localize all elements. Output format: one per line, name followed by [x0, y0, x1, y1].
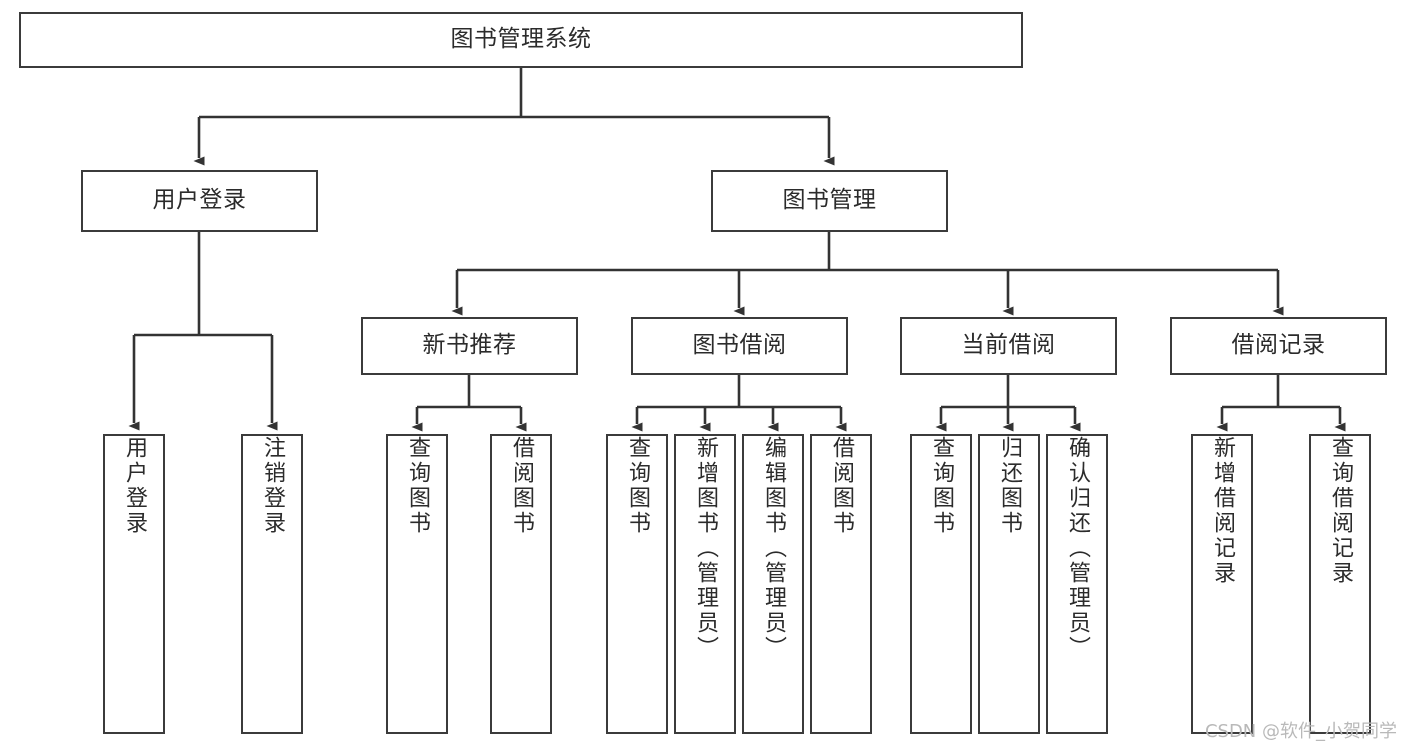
node-book-borrow[interactable]: 图书借阅 [631, 317, 848, 375]
leaf-edit-book-admin-label: 编辑图书（管理员） [761, 436, 786, 661]
leaf-add-borrow-record-label: 新增借阅记录 [1210, 436, 1235, 586]
leaf-borrow-book-label: 借阅图书 [829, 436, 854, 536]
leaf-query-book-current[interactable]: 查询图书 [910, 434, 972, 734]
leaf-add-borrow-record[interactable]: 新增借阅记录 [1191, 434, 1253, 734]
node-borrow-records[interactable]: 借阅记录 [1170, 317, 1387, 375]
leaf-borrow-book[interactable]: 借阅图书 [810, 434, 872, 734]
leaf-query-book-recommend-label: 查询图书 [405, 436, 430, 536]
node-user-login-label: 用户登录 [152, 187, 247, 214]
node-book-borrow-label: 图书借阅 [692, 332, 787, 359]
leaf-borrow-book-recommend-label: 借阅图书 [509, 436, 534, 536]
leaf-add-book-admin-label: 新增图书（管理员） [693, 436, 718, 661]
node-borrow-records-label: 借阅记录 [1231, 332, 1326, 359]
leaf-edit-book-admin[interactable]: 编辑图书（管理员） [742, 434, 804, 734]
leaf-query-book-borrow[interactable]: 查询图书 [606, 434, 668, 734]
leaf-logout[interactable]: 注销登录 [241, 434, 303, 734]
node-new-book-recommend-label: 新书推荐 [422, 332, 517, 359]
leaf-query-book-recommend[interactable]: 查询图书 [386, 434, 448, 734]
leaf-user-login-label: 用户登录 [122, 436, 147, 536]
node-root[interactable]: 图书管理系统 [19, 12, 1023, 68]
leaf-add-book-admin[interactable]: 新增图书（管理员） [674, 434, 736, 734]
leaf-confirm-return-admin[interactable]: 确认归还（管理员） [1046, 434, 1108, 734]
node-current-borrow[interactable]: 当前借阅 [900, 317, 1117, 375]
leaf-borrow-book-recommend[interactable]: 借阅图书 [490, 434, 552, 734]
leaf-query-book-borrow-label: 查询图书 [625, 436, 650, 536]
leaf-logout-label: 注销登录 [260, 436, 285, 536]
leaf-confirm-return-admin-label: 确认归还（管理员） [1065, 436, 1090, 661]
node-book-management[interactable]: 图书管理 [711, 170, 948, 232]
leaf-query-book-current-label: 查询图书 [929, 436, 954, 536]
leaf-return-book-label: 归还图书 [997, 436, 1022, 536]
node-root-label: 图书管理系统 [450, 26, 592, 53]
watermark: CSDN @软件_小贺同学 [1204, 721, 1397, 742]
leaf-query-borrow-record-label: 查询借阅记录 [1328, 436, 1353, 586]
node-user-login[interactable]: 用户登录 [81, 170, 318, 232]
node-book-management-label: 图书管理 [782, 187, 877, 214]
node-new-book-recommend[interactable]: 新书推荐 [361, 317, 578, 375]
leaf-query-borrow-record[interactable]: 查询借阅记录 [1309, 434, 1371, 734]
node-current-borrow-label: 当前借阅 [961, 332, 1056, 359]
leaf-user-login[interactable]: 用户登录 [103, 434, 165, 734]
leaf-return-book[interactable]: 归还图书 [978, 434, 1040, 734]
